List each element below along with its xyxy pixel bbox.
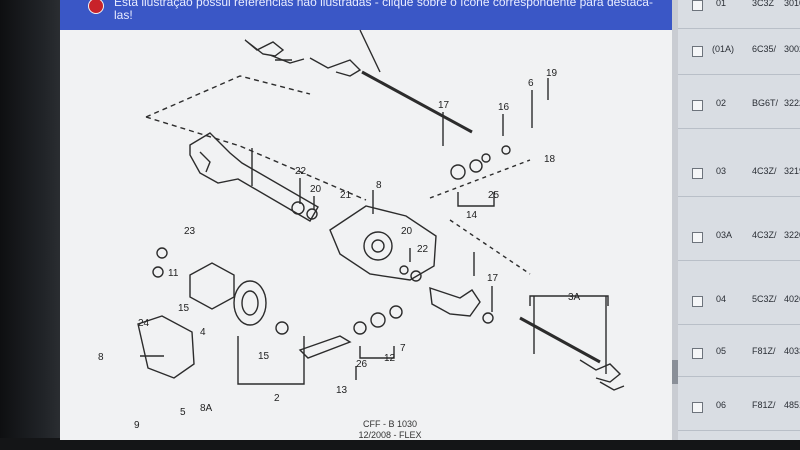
callout-13[interactable]: 13 xyxy=(336,385,348,396)
part-row[interactable]: 02 BG6T/ 3222 xyxy=(678,82,800,129)
part-suffix: 4033 xyxy=(784,346,800,356)
part-checkbox[interactable] xyxy=(692,100,703,111)
part-suffix: 3010 xyxy=(784,0,800,8)
part-row[interactable]: 03 4C3Z/ 3219 xyxy=(678,150,800,197)
callout-17a[interactable]: 17 xyxy=(438,100,450,111)
callout-12[interactable]: 12 xyxy=(384,353,396,364)
part-checkbox[interactable] xyxy=(692,348,703,359)
callout-22a[interactable]: 22 xyxy=(295,166,307,177)
part-checkbox[interactable] xyxy=(692,0,703,11)
callout-6[interactable]: 6 xyxy=(528,78,534,89)
part-code: 04 xyxy=(716,294,727,304)
part-code: 01 xyxy=(716,0,727,8)
info-icon[interactable] xyxy=(88,0,104,14)
callout-7[interactable]: 7 xyxy=(400,343,406,354)
part-suffix: 3219 xyxy=(784,166,800,176)
part-code: 03A xyxy=(716,230,733,240)
part-code: 02 xyxy=(716,98,727,108)
banner-text: Esta ilustração possui referências não i… xyxy=(114,0,653,22)
part-row[interactable]: 06 F81Z/ 4851 xyxy=(678,384,800,431)
part-checkbox[interactable] xyxy=(692,296,703,307)
callout-15b[interactable]: 15 xyxy=(258,351,270,362)
part-checkbox[interactable] xyxy=(692,46,703,57)
part-number: 3C3Z xyxy=(752,0,775,8)
part-row[interactable]: 05 F81Z/ 4033 xyxy=(678,330,800,377)
part-checkbox[interactable] xyxy=(692,232,703,243)
monitor-bezel-bottom xyxy=(0,438,800,450)
part-code: 06 xyxy=(716,400,727,410)
callout-15a[interactable]: 15 xyxy=(178,303,190,314)
callout-11[interactable]: 11 xyxy=(168,268,179,279)
screen: Esta ilustração possui referências não i… xyxy=(60,0,800,440)
part-row[interactable]: 04 5C3Z/ 4026 xyxy=(678,278,800,325)
callout-20a[interactable]: 20 xyxy=(310,184,322,195)
callout-8-top[interactable]: 8 xyxy=(376,180,382,191)
part-number: 4C3Z/ xyxy=(752,230,777,240)
callout-8[interactable]: 8 xyxy=(98,352,104,363)
parts-list-panel: 01 3C3Z 3010 (01A) 6C35/ 3002 02 BG6T/ 3… xyxy=(678,0,800,440)
callout-5[interactable]: 5 xyxy=(180,407,186,418)
callout-21[interactable]: 21 xyxy=(340,190,352,201)
part-suffix: 3222 xyxy=(784,98,800,108)
part-suffix: 4851 xyxy=(784,400,800,410)
callout-23[interactable]: 23 xyxy=(184,226,196,237)
callout-16[interactable]: 16 xyxy=(498,102,510,113)
part-number: BG6T/ xyxy=(752,98,779,108)
part-number: F81Z/ xyxy=(752,346,776,356)
callout-9[interactable]: 9 xyxy=(134,420,140,431)
part-number: 6C35/ xyxy=(752,44,777,54)
diagram-scrollbar[interactable] xyxy=(672,0,678,440)
diagram-date: 12/2008 - FLEX xyxy=(358,430,422,440)
callout-2[interactable]: 2 xyxy=(274,393,280,404)
part-row[interactable]: 01 3C3Z 3010 xyxy=(678,0,800,29)
part-checkbox[interactable] xyxy=(692,402,703,413)
part-code: 03 xyxy=(716,166,727,176)
exploded-diagram-panel: Esta ilustração possui referências não i… xyxy=(60,0,672,440)
part-code: 05 xyxy=(716,346,727,356)
scrollbar-thumb[interactable] xyxy=(672,360,678,384)
callout-3a[interactable]: 3A xyxy=(568,292,581,303)
part-suffix: 3002 xyxy=(784,44,800,54)
callout-19[interactable]: 19 xyxy=(546,68,558,79)
callout-20b[interactable]: 20 xyxy=(401,226,413,237)
part-suffix: 4026 xyxy=(784,294,800,304)
callout-8a[interactable]: 8A xyxy=(200,403,213,414)
info-banner: Esta ilustração possui referências não i… xyxy=(60,0,672,30)
monitor-bezel xyxy=(0,0,60,450)
diagram-code: CFF - B 1030 xyxy=(362,419,418,429)
callout-18[interactable]: 18 xyxy=(544,154,556,165)
part-number: 5C3Z/ xyxy=(752,294,777,304)
part-row[interactable]: (01A) 6C35/ 3002 xyxy=(678,28,800,75)
part-number: 4C3Z/ xyxy=(752,166,777,176)
callout-26[interactable]: 26 xyxy=(356,359,368,370)
callout-17b[interactable]: 17 xyxy=(487,273,499,284)
part-code: (01A) xyxy=(712,44,735,54)
callout-24[interactable]: 24 xyxy=(138,318,150,329)
part-number: F81Z/ xyxy=(752,400,776,410)
callout-25[interactable]: 25 xyxy=(488,190,500,201)
callout-4[interactable]: 4 xyxy=(200,327,206,338)
exploded-parts-diagram: 17 16 6 19 18 22 20 21 8 14 25 23 11 15 … xyxy=(98,29,625,431)
callout-14[interactable]: 14 xyxy=(466,210,478,221)
part-checkbox[interactable] xyxy=(692,168,703,179)
callout-22b[interactable]: 22 xyxy=(417,244,429,255)
